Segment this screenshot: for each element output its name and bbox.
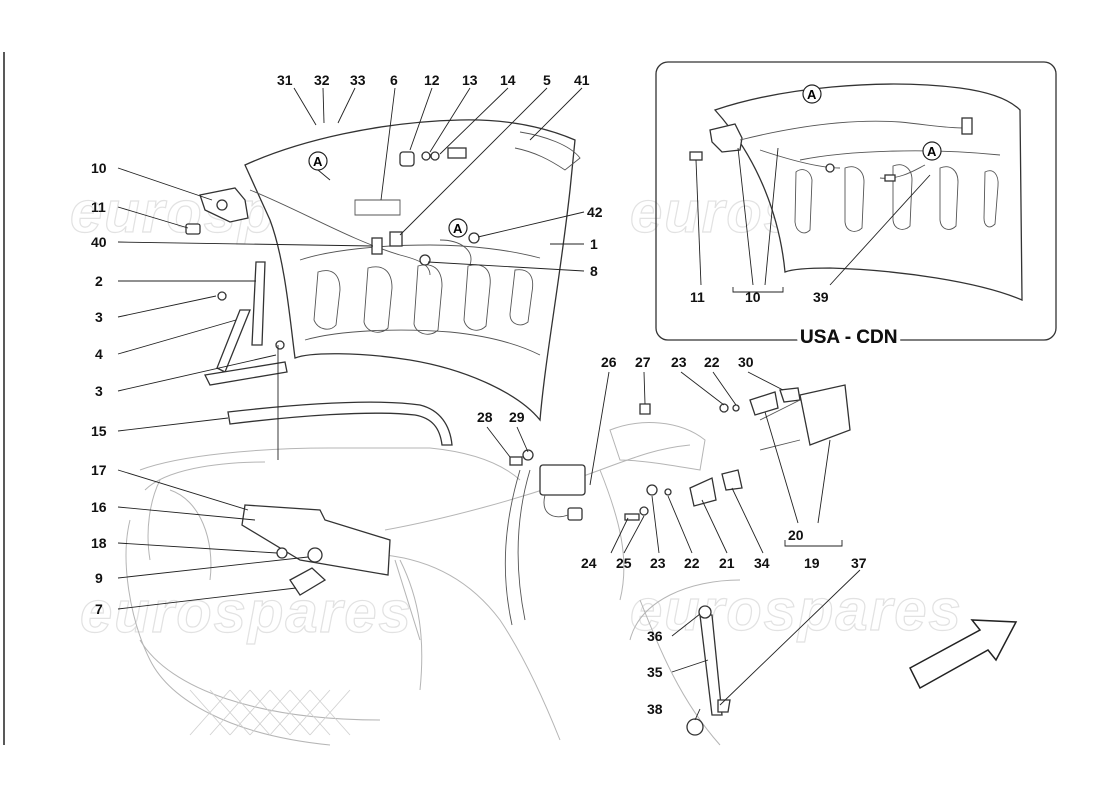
label-29: 29 bbox=[509, 409, 525, 425]
callout-a-main: A A bbox=[308, 151, 468, 238]
label-1: 1 bbox=[590, 236, 598, 252]
label-14: 14 bbox=[500, 72, 516, 88]
label-5: 5 bbox=[543, 72, 551, 88]
inset-usa-cdn: A A USA - CDN USA - CDN bbox=[655, 61, 1057, 352]
label-22-top: 22 bbox=[704, 354, 720, 370]
label-20: 20 bbox=[788, 527, 804, 543]
label-10: 10 bbox=[91, 160, 107, 176]
lock-assembly bbox=[185, 147, 480, 255]
label-34: 34 bbox=[754, 555, 770, 571]
inset-title: USA - CDN bbox=[800, 327, 897, 348]
release-parts bbox=[504, 384, 851, 626]
label-18: 18 bbox=[91, 535, 107, 551]
label-32: 32 bbox=[314, 72, 330, 88]
label-9: 9 bbox=[95, 570, 103, 586]
label-23-bottom: 23 bbox=[650, 555, 666, 571]
svg-text:A: A bbox=[453, 221, 463, 236]
label-25: 25 bbox=[616, 555, 632, 571]
label-3-top: 3 bbox=[95, 309, 103, 325]
label-30: 30 bbox=[738, 354, 754, 370]
label-7: 7 bbox=[95, 601, 103, 617]
inset-label-10: 10 bbox=[745, 289, 761, 305]
label-22-bottom: 22 bbox=[684, 555, 700, 571]
direction-arrow bbox=[909, 619, 1018, 690]
label-27: 27 bbox=[635, 354, 651, 370]
label-36: 36 bbox=[647, 628, 663, 644]
svg-text:A: A bbox=[927, 144, 937, 159]
label-17: 17 bbox=[91, 462, 107, 478]
label-8: 8 bbox=[590, 263, 598, 279]
label-35: 35 bbox=[647, 664, 663, 680]
label-24: 24 bbox=[581, 555, 597, 571]
inset-label-11: 11 bbox=[690, 289, 705, 305]
label-38: 38 bbox=[647, 701, 663, 717]
watermark-3: eurospares bbox=[80, 580, 413, 645]
striker-plate bbox=[241, 504, 391, 596]
label-41: 41 bbox=[574, 72, 590, 88]
label-2: 2 bbox=[95, 273, 103, 289]
label-23-top: 23 bbox=[671, 354, 687, 370]
strap-detail bbox=[629, 579, 741, 736]
part-number-labels: 31 32 33 6 12 13 14 5 41 10 11 40 42 1 8… bbox=[91, 72, 867, 717]
label-11: 11 bbox=[91, 199, 106, 215]
label-37: 37 bbox=[851, 555, 867, 571]
label-42: 42 bbox=[587, 204, 603, 220]
label-6: 6 bbox=[390, 72, 398, 88]
hinge-and-strut bbox=[204, 261, 288, 386]
leader-lines bbox=[117, 87, 931, 721]
label-21: 21 bbox=[719, 555, 735, 571]
label-19: 19 bbox=[804, 555, 820, 571]
label-3-bottom: 3 bbox=[95, 383, 103, 399]
label-40: 40 bbox=[91, 234, 107, 250]
seal-strip bbox=[227, 401, 453, 446]
label-26: 26 bbox=[601, 354, 617, 370]
label-12: 12 bbox=[424, 72, 440, 88]
label-28: 28 bbox=[477, 409, 493, 425]
label-15: 15 bbox=[91, 423, 107, 439]
label-13: 13 bbox=[462, 72, 478, 88]
label-33: 33 bbox=[350, 72, 366, 88]
label-16: 16 bbox=[91, 499, 107, 515]
label-4: 4 bbox=[95, 346, 103, 362]
svg-text:USA - CDN: USA - CDN bbox=[800, 327, 897, 348]
label-31: 31 bbox=[277, 72, 293, 88]
inset-label-39: 39 bbox=[813, 289, 829, 305]
svg-text:A: A bbox=[807, 87, 817, 102]
watermark-4: eurospares bbox=[630, 578, 963, 643]
svg-text:A: A bbox=[313, 154, 323, 169]
